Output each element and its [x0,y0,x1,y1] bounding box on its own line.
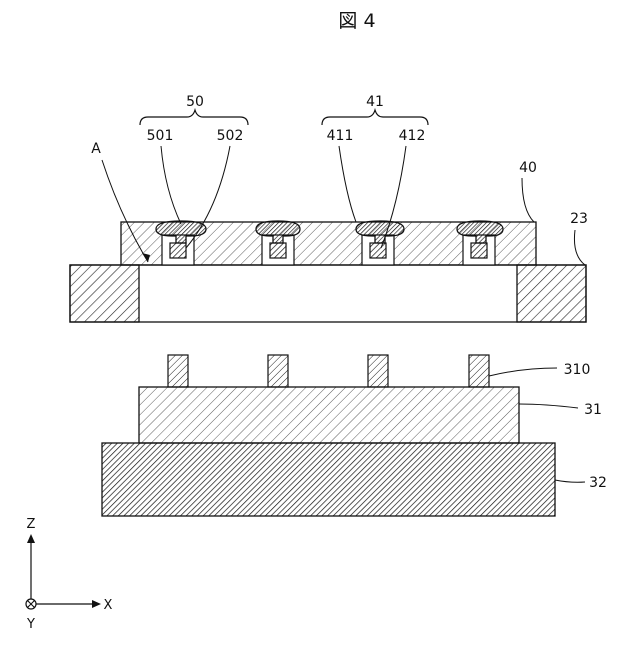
block-31 [139,387,519,443]
leader-40 [522,178,534,222]
brace-group-41 [322,110,428,125]
axis-label-z: Z [27,517,36,532]
leader-32 [555,480,585,482]
base-32 [102,443,555,516]
axis-label-y: Y [26,617,35,632]
leader-411 [339,146,356,222]
frame-23-right-wall [517,265,586,322]
label-group-50: 50 [186,94,204,110]
terminal-2 [256,221,300,265]
leader-31 [519,404,578,408]
label-32: 32 [589,475,607,491]
frame-23 [70,265,586,322]
leader-310 [489,368,557,376]
frame-23-left-wall [70,265,139,322]
pads-310 [168,355,489,387]
label-412: 412 [399,128,426,144]
label-502: 502 [217,128,244,144]
pad-310-1 [168,355,188,387]
brace-group-50 [140,110,248,125]
label-31: 31 [584,402,602,418]
leader-23 [574,230,585,265]
label-310: 310 [564,362,591,378]
label-23: 23 [570,211,588,227]
figure-title: 図 4 [338,10,375,32]
axis-label-x: X [104,598,113,613]
leader-501 [161,146,181,224]
pad-310-4 [469,355,489,387]
label-411: 411 [327,128,354,144]
label-501: 501 [147,128,174,144]
axis-indicator: Z X Y [26,517,113,632]
pad-310-3 [368,355,388,387]
pad-310-2 [268,355,288,387]
label-group-41: 41 [366,94,384,110]
label-A: A [91,141,101,157]
label-40: 40 [519,160,537,176]
